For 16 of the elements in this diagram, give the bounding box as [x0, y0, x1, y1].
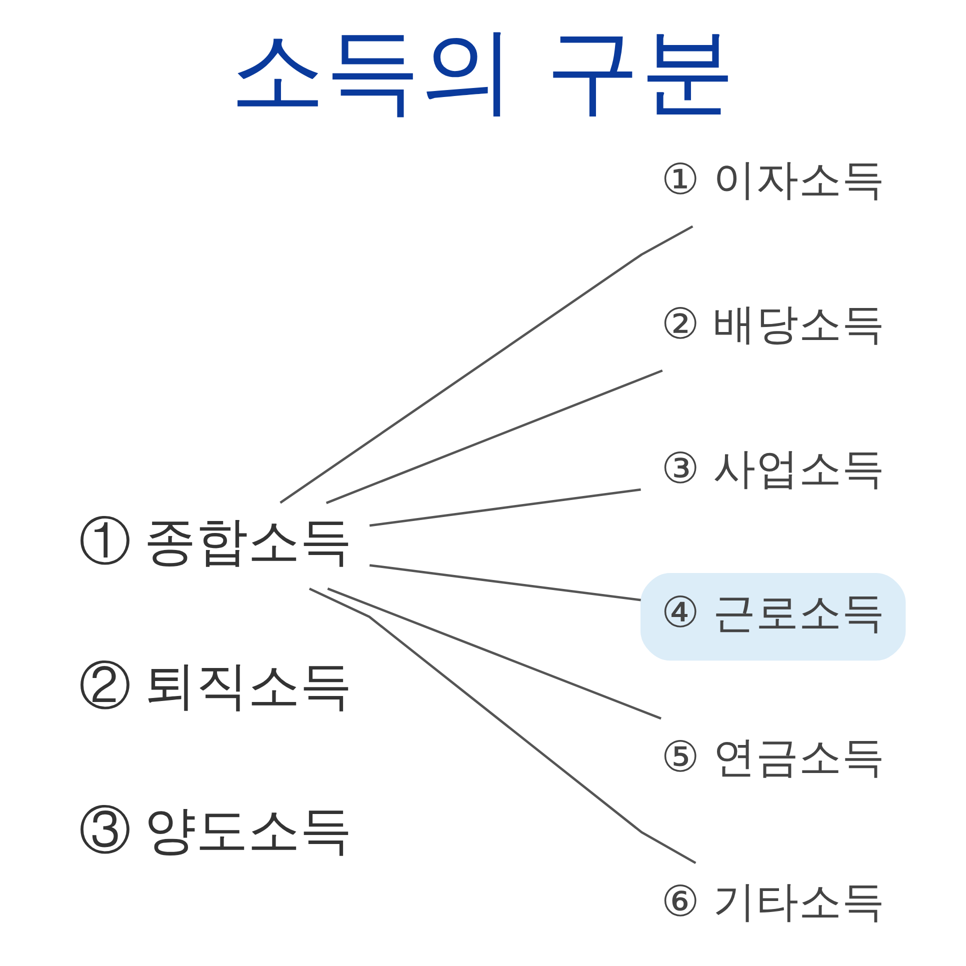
diagram-title: 소득의 구분 — [230, 16, 736, 126]
connector — [369, 564, 641, 602]
connector — [369, 488, 641, 527]
node-text: ⑥ 기타소득 — [661, 877, 885, 928]
node-text: ① 이자소득 — [661, 154, 885, 205]
connector — [326, 369, 663, 504]
node-text: ⑤ 연금소득 — [661, 732, 885, 783]
node-text: ① 종합소득 — [78, 514, 352, 572]
connector — [280, 225, 694, 504]
node-text: ② 퇴직소득 — [78, 658, 352, 716]
connector — [308, 588, 696, 864]
node-text: ③ 사업소득 — [661, 444, 885, 494]
node-box: ④ 근로소득 — [640, 573, 906, 661]
node-text: ③ 양도소득 — [78, 802, 352, 860]
connector — [327, 588, 662, 720]
node-text: ② 배당소득 — [661, 299, 885, 350]
